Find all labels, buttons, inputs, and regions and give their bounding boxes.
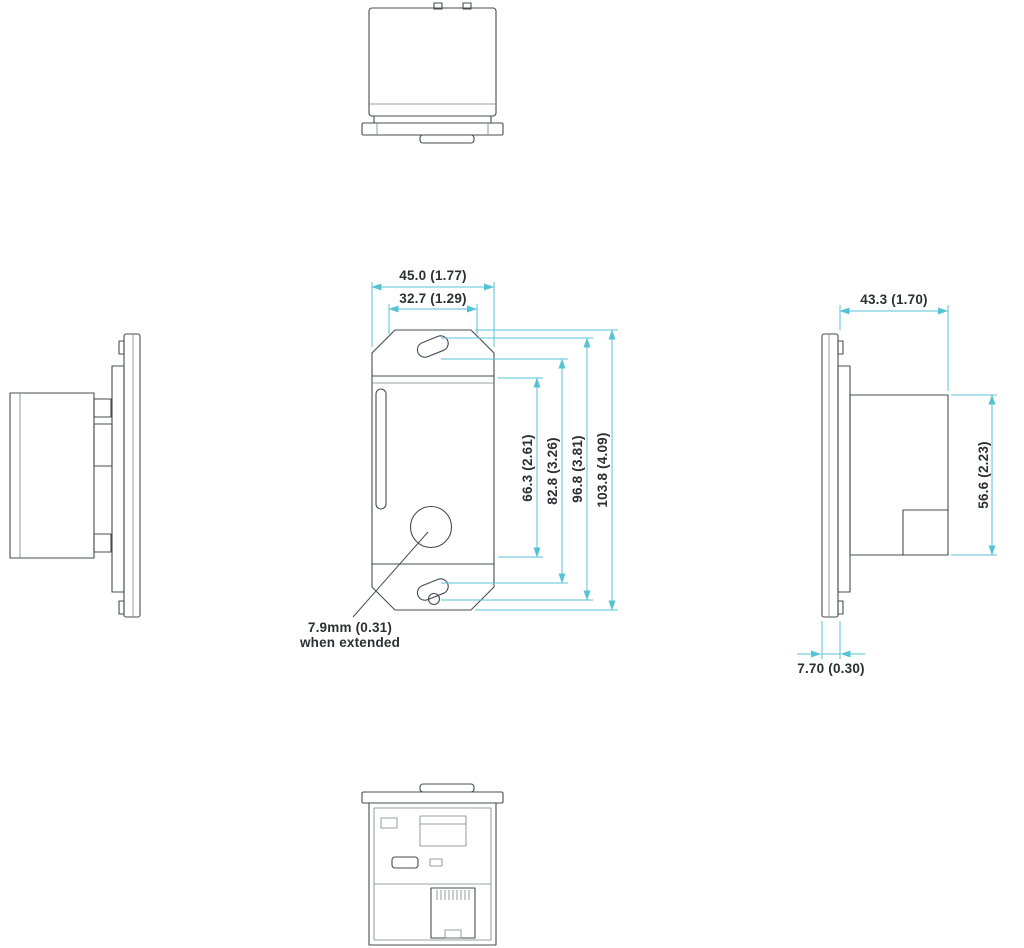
top-neck [373, 115, 492, 124]
dim-width-overall: 45.0 (1.77) [399, 268, 467, 283]
left-faceplate-tab-top [118, 340, 125, 355]
top-nub-right [462, 2, 472, 10]
front-body [371, 375, 495, 565]
ethernet-latch [444, 929, 462, 939]
front-view-dimensions: 45.0 (1.77) 32.7 (1.29) 66.3 (2.61) 82.8… [299, 268, 618, 650]
right-side-view [821, 333, 949, 618]
knob-callout-leader [352, 531, 429, 618]
bottom-small-component [429, 858, 443, 867]
front-plate-bottom [371, 563, 495, 611]
dim-depth: 43.3 (1.70) [860, 292, 928, 307]
front-plate-top [371, 329, 495, 377]
bottom-inner-panel [373, 807, 492, 941]
front-knob [409, 505, 453, 549]
left-bottom-latch [93, 533, 112, 553]
bottom-body [368, 802, 497, 946]
front-screw-hole-bottom [427, 592, 441, 606]
top-body-outline [368, 7, 497, 117]
right-faceplate-tab-top [837, 340, 844, 355]
left-protrusion [93, 423, 113, 467]
dim-body-height: 56.6 (2.23) [976, 441, 991, 509]
dim-height-body: 66.3 (2.61) [520, 434, 535, 502]
top-faceplate-edge [361, 122, 504, 136]
right-faceplate-tab-bottom [837, 600, 844, 615]
right-bracket [837, 365, 851, 593]
left-top-latch [93, 398, 112, 418]
knob-callout-line2: when extended [299, 635, 400, 650]
dim-width-mounting-slots: 32.7 (1.29) [399, 291, 467, 306]
right-view-dimensions: 43.3 (1.70) 56.6 (2.23) 7.70 (0.30) [797, 292, 997, 676]
left-faceplate [123, 333, 141, 618]
dim-height-overall: 103.8 (4.09) [595, 432, 610, 507]
right-body-corner-detail [902, 509, 949, 556]
bottom-tab [419, 783, 475, 793]
left-bracket [111, 365, 125, 593]
dim-height-mid: 82.8 (3.26) [545, 437, 560, 505]
top-view [361, 2, 504, 144]
left-faceplate-tab-bottom [118, 600, 125, 615]
dim-height-mounting-plate: 96.8 (3.81) [570, 435, 585, 503]
front-slider-slot [375, 388, 387, 510]
bottom-component [380, 817, 398, 829]
bottom-mechanism-block [419, 815, 467, 847]
top-tab [419, 134, 475, 144]
front-screw-slot-bottom [416, 578, 449, 601]
left-side-view [9, 333, 141, 618]
front-view [371, 329, 495, 611]
left-body [9, 392, 95, 559]
dim-faceplate-thickness: 7.70 (0.30) [797, 661, 865, 676]
right-body [849, 394, 949, 556]
bottom-faceplate-edge [361, 791, 504, 804]
front-screw-slot-top [416, 335, 449, 358]
right-faceplate [821, 333, 839, 618]
micro-usb-port [391, 856, 419, 869]
knob-callout-line1: 7.9mm (0.31) [308, 620, 392, 635]
top-nub-left [433, 2, 443, 10]
bottom-view [361, 783, 504, 946]
